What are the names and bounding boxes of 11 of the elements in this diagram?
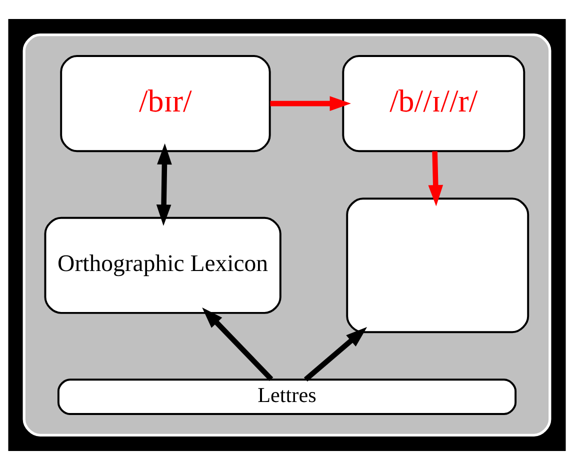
node-box: Orthographic Lexicon — [44, 216, 282, 314]
node-box — [346, 197, 530, 333]
node-box: Lettres — [57, 378, 517, 414]
node-box: /b//ɪ//r/ — [342, 54, 526, 152]
arrow — [304, 326, 368, 382]
arrow — [202, 306, 274, 381]
cluster — [22, 33, 552, 436]
node-box: /bɪr/ — [60, 54, 271, 152]
arrow — [270, 96, 351, 110]
arrow — [156, 142, 172, 226]
arrow — [428, 150, 444, 206]
